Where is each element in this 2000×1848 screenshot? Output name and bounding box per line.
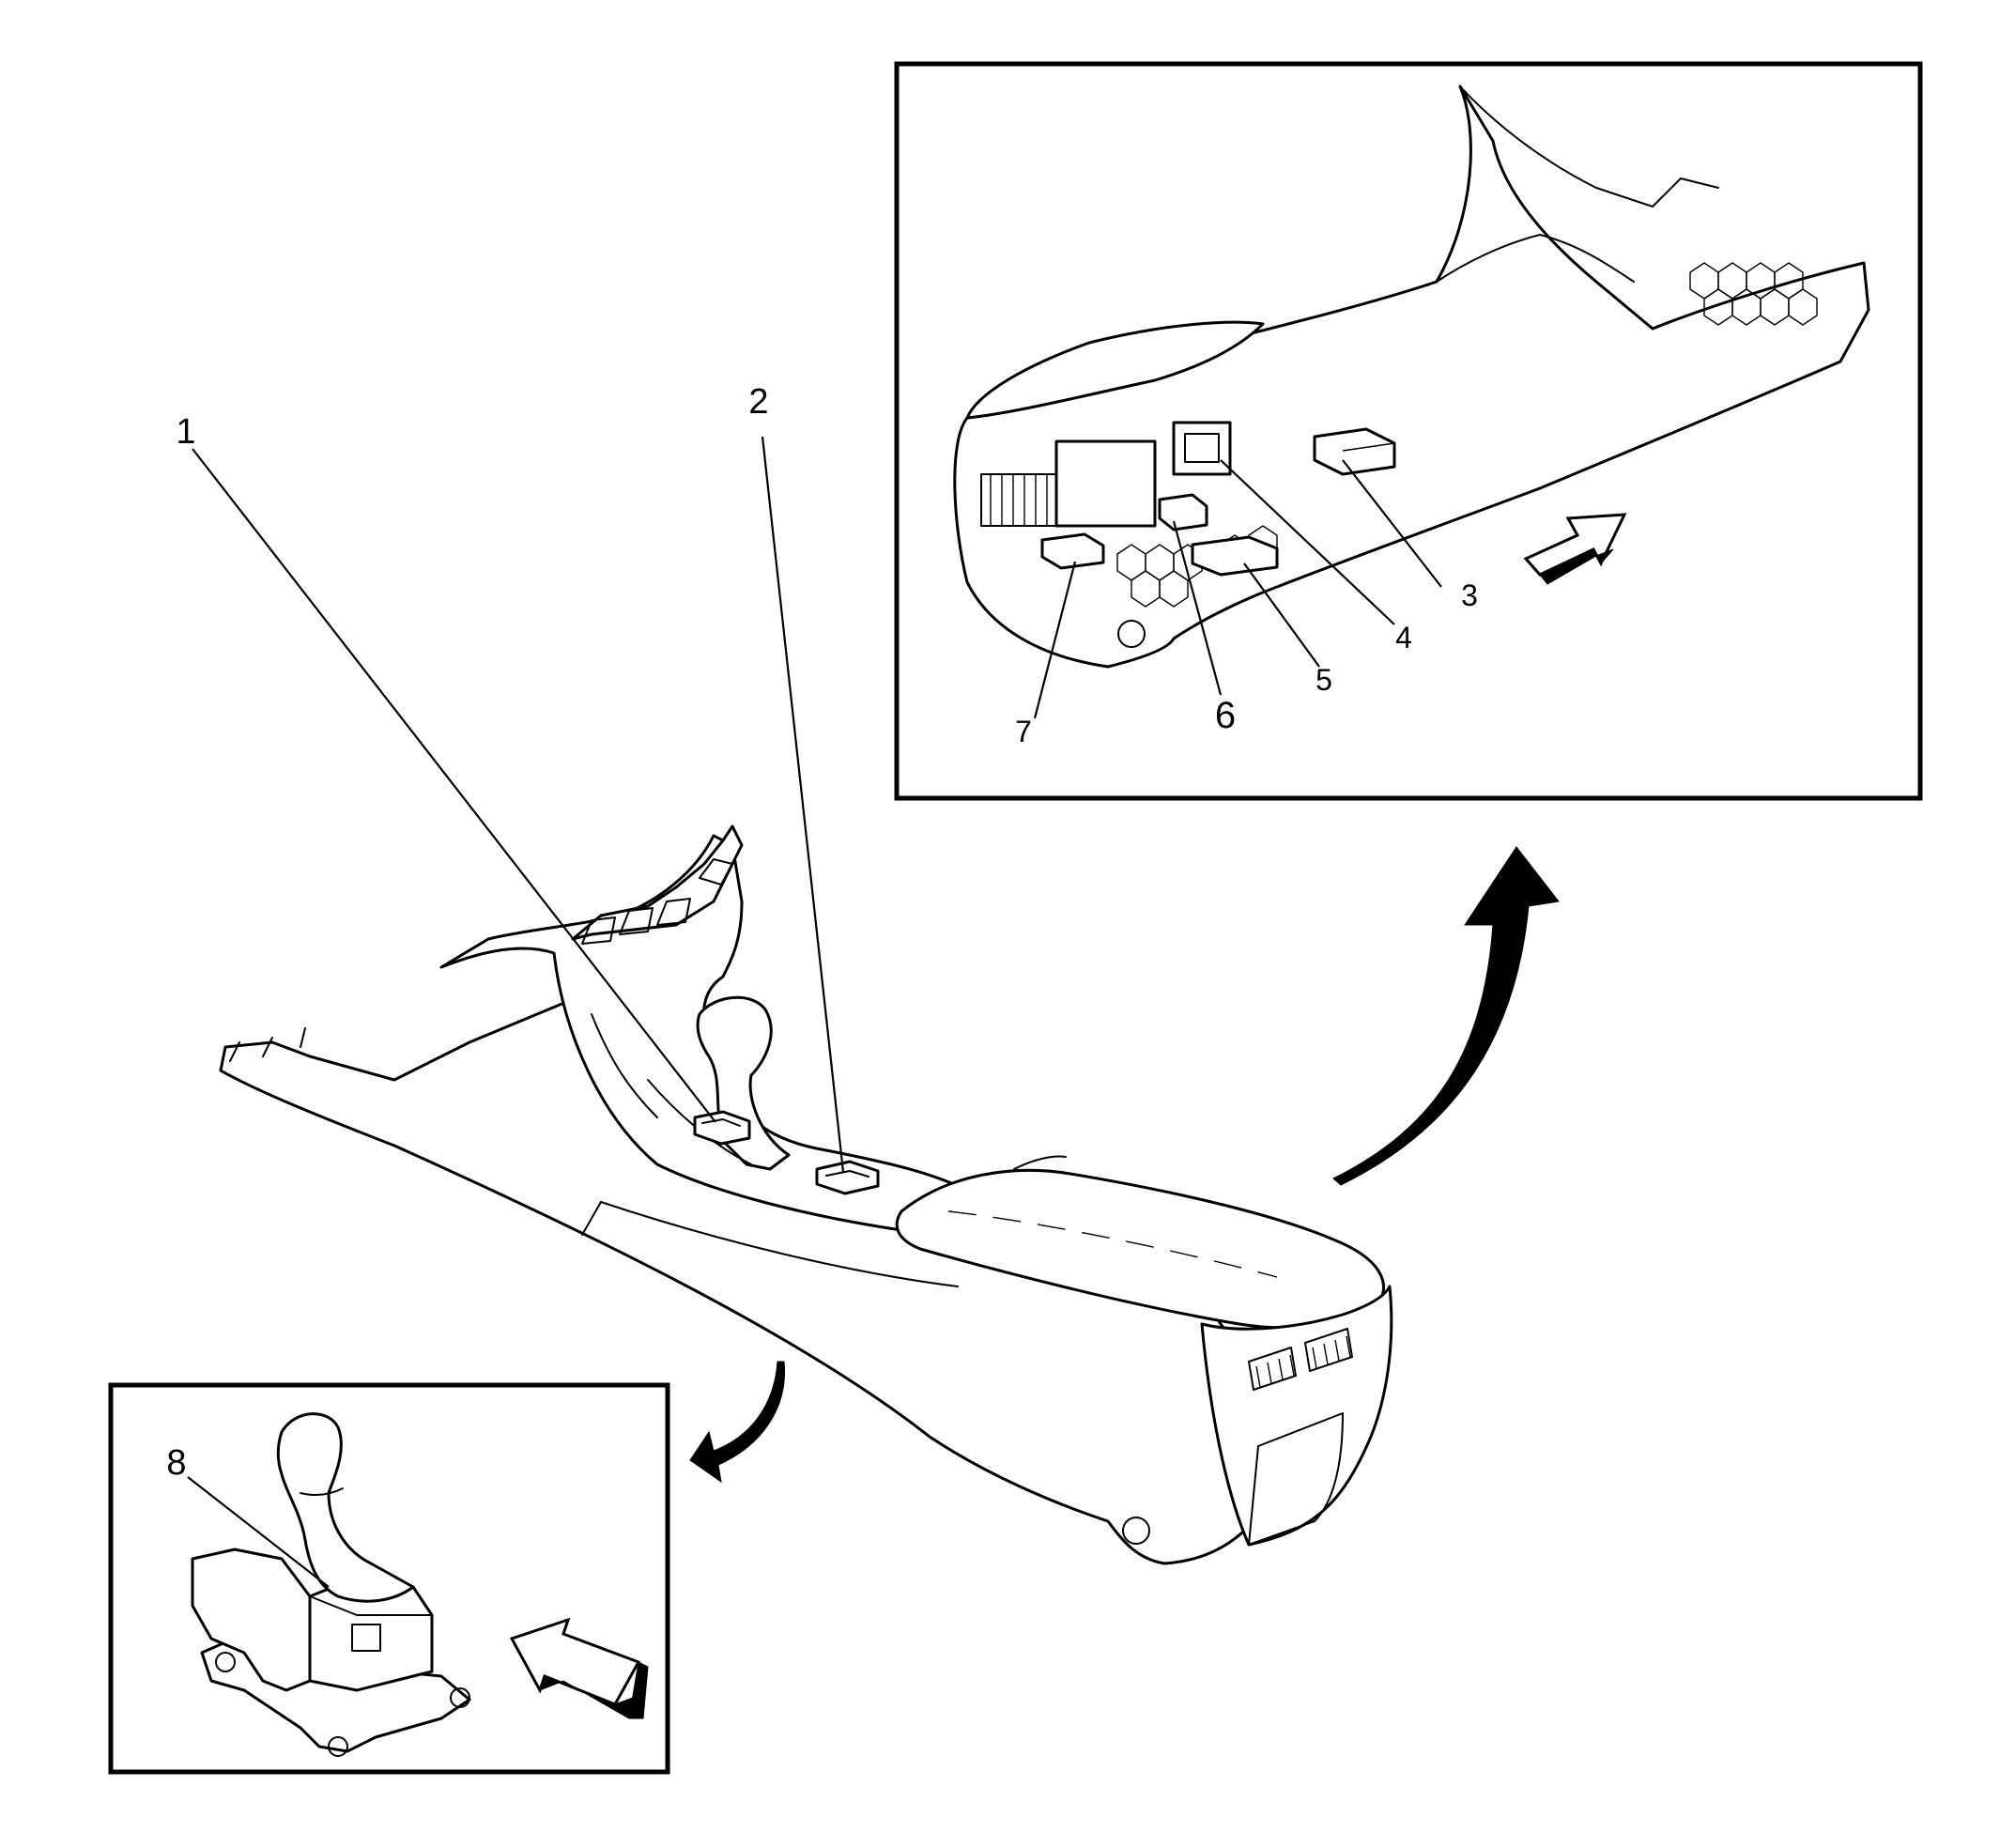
rear-storage-door	[1248, 1412, 1344, 1546]
connector-4	[1172, 421, 1232, 476]
curved-pointer-arrow-icon	[1332, 846, 1560, 1186]
connector-6	[1158, 493, 1208, 531]
switch-2	[815, 1160, 880, 1195]
detail-inset-console-underside: 3 4 5 6 7	[894, 61, 1923, 801]
callout-6: 6	[1215, 695, 1236, 736]
callout-7: 7	[1015, 715, 1032, 748]
leader-4	[1220, 459, 1395, 625]
floor-console-assembly: 1 2	[176, 382, 1560, 1565]
console-front-trim	[571, 824, 744, 941]
leader-7	[1033, 561, 1077, 719]
rear-vent-grille-console	[1248, 1328, 1353, 1391]
forward-arrow-icon	[1523, 513, 1627, 585]
leader-3	[1342, 459, 1442, 588]
retaining-tabs	[581, 858, 733, 945]
callout-1: 1	[176, 412, 195, 452]
switch-5	[1191, 535, 1279, 577]
switch-1	[693, 1110, 751, 1146]
curved-pointer-arrow-small	[689, 1361, 786, 1484]
mounting-boss	[1117, 620, 1146, 648]
console-rear-face	[1200, 1285, 1393, 1547]
callout-5: 5	[1315, 663, 1332, 697]
leader-2	[761, 436, 845, 1173]
callout-4: 4	[1395, 621, 1412, 654]
leader-8	[187, 1476, 330, 1588]
leader-6	[1172, 520, 1223, 696]
callout-8: 8	[166, 1443, 186, 1483]
view-direction-arrow-icon	[509, 1617, 649, 1719]
console-bolt-hole	[1122, 1517, 1150, 1545]
detail-inset-shifter: 8	[108, 1382, 670, 1775]
shifter-housing	[191, 1548, 312, 1692]
leader-1	[192, 448, 716, 1123]
callout-3: 3	[1461, 578, 1478, 612]
connector-7	[1040, 532, 1105, 570]
shift-lever	[276, 1412, 415, 1603]
leader-5	[1243, 562, 1320, 668]
connector-3	[1313, 427, 1396, 476]
callout-2: 2	[748, 382, 768, 422]
storage-bin-wall	[1054, 439, 1157, 528]
armrest-lid	[965, 320, 1265, 420]
